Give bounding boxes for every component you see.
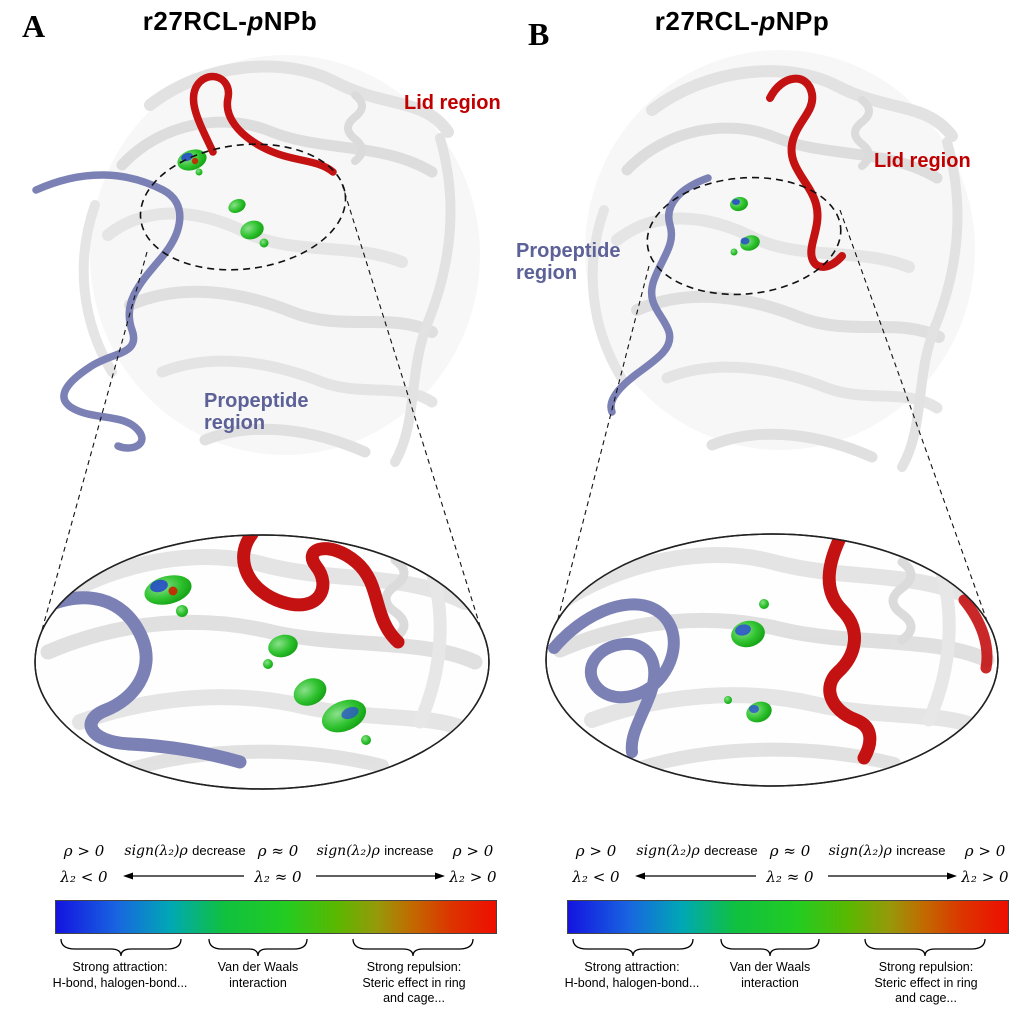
panel-b-letter: B: [528, 16, 550, 52]
rho-zero-text: ρ ≈ 0: [257, 842, 299, 860]
decrease-word-text: decrease: [704, 843, 758, 858]
propeptide-ribbon-a: [32, 171, 184, 452]
panel-b-title-prefix: r27RCL-: [654, 6, 760, 36]
lid-region-label-a: Lid region: [404, 92, 501, 114]
propeptide-ribbon-b: [607, 174, 712, 416]
lambda2-negative-text: λ₂ < 0: [60, 868, 108, 886]
decrease-math-text: sign(λ₂)ρ: [124, 843, 188, 859]
legend-rho-zero-b: ρ ≈ 0 λ₂ ≈ 0: [762, 842, 818, 894]
left-arrow-icon: [635, 872, 756, 880]
rho-positive-text: ρ > 0: [964, 842, 1006, 860]
inset-nci-surfaces-b: [724, 599, 772, 723]
panel-a-title-prefix: r27RCL-: [142, 6, 248, 36]
inset-propeptide-ribbon-b: [548, 598, 680, 758]
legend-rho-positive-right-a: ρ > 0 λ₂ > 0: [442, 842, 504, 894]
active-site-ellipse-b: [646, 176, 842, 296]
vdw-label-b: Van der Waals interaction: [729, 960, 811, 990]
legend-decrease-b: sign(λ₂)ρ decrease: [634, 842, 760, 860]
lambda2-positive-text: λ₂ > 0: [961, 868, 1009, 886]
inset-lid-ribbon-a: [237, 535, 405, 649]
propeptide-region-label-b: Propeptide region: [516, 240, 621, 285]
lambda2-positive-text: λ₂ > 0: [449, 868, 497, 886]
legend-decrease-a: sign(λ₂)ρ decrease: [122, 842, 248, 860]
inset-propeptide-ribbon-a: [35, 591, 247, 769]
right-arrow-icon: [828, 872, 957, 880]
lid-region-label-b: Lid region: [874, 150, 971, 172]
increase-word-text: increase: [896, 843, 946, 858]
panel-b: B r27RCL-pNPp Lid region Propeptide regi…: [512, 0, 1024, 1021]
panel-a-letter: A: [22, 8, 46, 44]
legend-increase-b: sign(λ₂)ρ increase: [820, 842, 954, 860]
protein-structure-a: [32, 55, 490, 790]
repulsion-label-b: Strong repulsion: Steric effect in ring …: [874, 960, 978, 1006]
legend-rho-positive-left-b: ρ > 0 λ₂ < 0: [560, 842, 632, 894]
lambda2-negative-text: λ₂ < 0: [572, 868, 620, 886]
lambda2-zero-text: λ₂ ≈ 0: [766, 868, 814, 886]
zoom-connector-left-b: [549, 265, 650, 651]
legend-increase-a: sign(λ₂)ρ increase: [308, 842, 442, 860]
inset-lid-edge-b: [958, 594, 993, 674]
underbrace-repulsion-icon: [864, 938, 986, 957]
rho-positive-text: ρ > 0: [575, 842, 617, 860]
underbrace-attraction-icon: [60, 938, 182, 957]
attraction-label-b: Strong attraction: H-bond, halogen-bond.…: [564, 960, 700, 990]
panel-b-title-suffix: NPp: [775, 6, 830, 36]
inset-ellipse-border-b: [545, 533, 999, 787]
legend-rho-positive-left-a: ρ > 0 λ₂ < 0: [48, 842, 120, 894]
zoom-connector-left-a: [36, 251, 148, 649]
panel-a: A r27RCL-pNPb Lid region Propeptide regi…: [0, 6, 512, 1021]
increase-math-text: sign(λ₂)ρ: [316, 843, 380, 859]
lid-ribbon-b: [766, 74, 846, 271]
panel-a-title-italic: p: [247, 6, 264, 36]
inset-ribbons-gray-a: [40, 549, 483, 779]
protein-structure-b: [545, 50, 999, 787]
underbrace-attraction-icon: [572, 938, 694, 957]
rho-positive-text: ρ > 0: [63, 842, 105, 860]
panel-b-title: r27RCL-pNPp: [582, 6, 902, 37]
rho-positive-text: ρ > 0: [452, 842, 494, 860]
repulsion-label-a: Strong repulsion: Steric effect in ring …: [362, 960, 466, 1006]
lambda2-zero-text: λ₂ ≈ 0: [254, 868, 302, 886]
rho-zero-text: ρ ≈ 0: [769, 842, 811, 860]
propeptide-region-label-a: Propeptide region: [204, 390, 309, 435]
panel-a-title-suffix: NPb: [263, 6, 318, 36]
right-arrow-icon: [316, 872, 445, 880]
nci-legend-b: ρ > 0 λ₂ < 0 sign(λ₂)ρ decrease ρ ≈ 0 λ₂…: [512, 836, 1024, 1021]
inset-content-a: [35, 535, 483, 779]
nci-colorbar-b: [567, 900, 1009, 934]
increase-math-text: sign(λ₂)ρ: [828, 843, 892, 859]
vdw-label-a: Van der Waals interaction: [217, 960, 299, 990]
panel-a-title: r27RCL-pNPb: [70, 6, 390, 37]
legend-rho-zero-a: ρ ≈ 0 λ₂ ≈ 0: [250, 842, 306, 894]
legend-rho-positive-right-b: ρ > 0 λ₂ > 0: [954, 842, 1016, 894]
inset-nci-surfaces-a: [144, 575, 371, 745]
inset-lid-ribbon-b: [822, 534, 877, 765]
nci-legend-a: ρ > 0 λ₂ < 0 sign(λ₂)ρ decrease ρ ≈ 0 λ₂…: [0, 836, 512, 1021]
attraction-label-a: Strong attraction: H-bond, halogen-bond.…: [52, 960, 188, 990]
decrease-word-text: decrease: [192, 843, 246, 858]
decrease-math-text: sign(λ₂)ρ: [636, 843, 700, 859]
panel-b-title-italic: p: [759, 6, 776, 36]
increase-word-text: increase: [384, 843, 434, 858]
nci-colorbar-a: [55, 900, 497, 934]
underbrace-vdw-icon: [720, 938, 820, 957]
left-arrow-icon: [123, 872, 244, 880]
nci-surfaces-b: [730, 196, 760, 256]
protein-ribbons-gray-b: [585, 50, 975, 472]
inset-ellipse-border-a: [34, 534, 490, 790]
underbrace-repulsion-icon: [352, 938, 474, 957]
lid-ribbon-a: [189, 72, 337, 176]
nci-surfaces-a: [177, 149, 269, 248]
underbrace-vdw-icon: [208, 938, 308, 957]
